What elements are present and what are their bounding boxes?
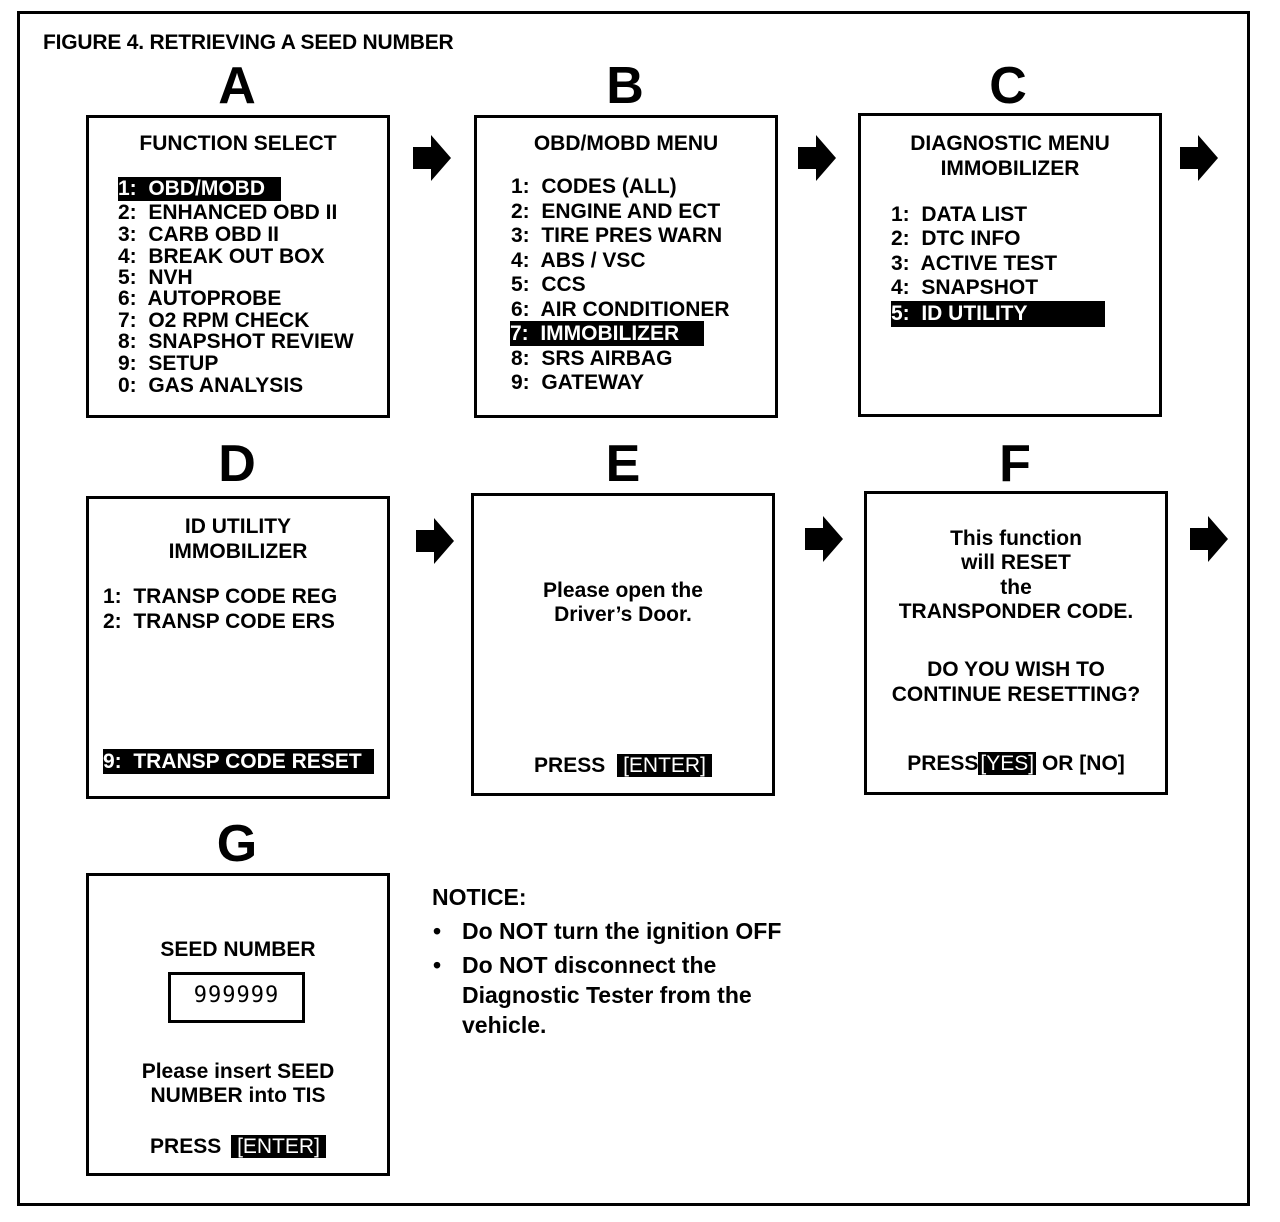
panel-f-question-line2: CONTINUE RESETTING? bbox=[891, 683, 1141, 706]
press-label: PRESS bbox=[150, 1135, 222, 1158]
figure-title: FIGURE 4. RETRIEVING A SEED NUMBER bbox=[43, 31, 454, 54]
panel-b-item: 1: CODES (ALL) bbox=[511, 175, 677, 198]
panel-b-item: 6: AIR CONDITIONER bbox=[511, 298, 730, 321]
arrow-right-icon bbox=[413, 135, 451, 181]
panel-b-screen: OBD/MOBD MENU 1: CODES (ALL) 2: ENGINE A… bbox=[474, 115, 778, 418]
panel-a-item: 7: O2 RPM CHECK bbox=[118, 309, 310, 332]
panel-a-item-selected: 1: OBD/MOBD bbox=[115, 177, 281, 201]
notice-bullet-2-line1: Do NOT disconnect the bbox=[462, 952, 717, 978]
notice-bullet-2-line3: vehicle. bbox=[462, 1012, 547, 1038]
panel-d-screen: ID UTILITY IMMOBILIZER 1: TRANSP CODE RE… bbox=[86, 496, 390, 799]
panel-c-title-line2: IMMOBILIZER bbox=[940, 157, 1080, 180]
panel-d-title-line1: ID UTILITY bbox=[184, 515, 292, 538]
yes-key: [YES] bbox=[978, 752, 1037, 775]
panel-b-item: 2: ENGINE AND ECT bbox=[511, 200, 721, 223]
panel-f-letter: F bbox=[999, 435, 1031, 493]
panel-b-title: OBD/MOBD MENU bbox=[533, 132, 719, 155]
panel-d-item-selected: 9: TRANSP CODE RESET bbox=[99, 749, 374, 774]
panel-f-message-line4: TRANSPONDER CODE. bbox=[898, 600, 1134, 623]
arrow-right-icon bbox=[805, 516, 843, 562]
panel-c-item: 1: DATA LIST bbox=[891, 203, 1028, 226]
panel-g-message-line2: NUMBER into TIS bbox=[150, 1084, 326, 1107]
panel-f-question-line1: DO YOU WISH TO bbox=[927, 658, 1105, 681]
panel-a-item: 6: AUTOPROBE bbox=[118, 287, 282, 310]
panel-e-press-row: PRESS [ENTER] bbox=[474, 754, 772, 778]
panel-f-screen: This function will RESET the TRANSPONDER… bbox=[864, 491, 1168, 795]
enter-key: [ENTER] bbox=[617, 754, 712, 777]
panel-b-item: 9: GATEWAY bbox=[511, 371, 645, 394]
panel-f-message-line3: the bbox=[1000, 576, 1032, 599]
arrow-right-icon bbox=[798, 135, 836, 181]
panel-a-letter: A bbox=[218, 57, 256, 115]
panel-b-item: 4: ABS / VSC bbox=[511, 249, 646, 272]
panel-b-item-selected: 7: IMMOBILIZER bbox=[506, 321, 704, 346]
panel-a-item: 9: SETUP bbox=[118, 352, 219, 375]
seed-number-box: 999999 bbox=[168, 972, 305, 1023]
panel-c-letter: C bbox=[989, 57, 1027, 115]
panel-g-title: SEED NUMBER bbox=[160, 938, 316, 961]
panel-f-press-row: PRESS[YES] OR [NO] bbox=[867, 752, 1165, 776]
panel-a-item: 0: GAS ANALYSIS bbox=[118, 374, 304, 397]
panel-d-item: 1: TRANSP CODE REG bbox=[103, 585, 338, 608]
panel-d-item: 2: TRANSP CODE ERS bbox=[103, 610, 335, 633]
panel-e-message-line2: Driver’s Door. bbox=[554, 603, 692, 626]
panel-e-letter: E bbox=[605, 435, 641, 493]
notice-title: NOTICE: bbox=[432, 884, 527, 910]
panel-e-screen: Please open the Driver’s Door. PRESS [EN… bbox=[471, 493, 775, 796]
panel-b-item: 5: CCS bbox=[511, 273, 586, 296]
panel-a-screen: FUNCTION SELECT 1: OBD/MOBD 2: ENHANCED … bbox=[86, 115, 390, 418]
panel-a-title: FUNCTION SELECT bbox=[139, 132, 337, 155]
panel-b-item: 3: TIRE PRES WARN bbox=[511, 224, 723, 247]
panel-g-message-line1: Please insert SEED bbox=[141, 1060, 335, 1083]
panel-c-screen: DIAGNOSTIC MENU IMMOBILIZER 1: DATA LIST… bbox=[858, 113, 1162, 417]
panel-a-item: 3: CARB OBD II bbox=[118, 223, 280, 246]
panel-e-message-line1: Please open the bbox=[543, 579, 703, 602]
panel-a-item: 5: NVH bbox=[118, 266, 193, 289]
panel-c-item: 2: DTC INFO bbox=[891, 227, 1021, 250]
panel-c-item-selected: 5: ID UTILITY bbox=[885, 301, 1105, 327]
panel-a-item: 8: SNAPSHOT REVIEW bbox=[118, 330, 354, 353]
press-label: PRESS bbox=[907, 752, 979, 775]
panel-c-title-line1: DIAGNOSTIC MENU bbox=[910, 132, 1110, 155]
notice-bullet-1: Do NOT turn the ignition OFF bbox=[462, 918, 782, 944]
panel-c-item: 4: SNAPSHOT bbox=[891, 276, 1039, 299]
panel-a-item: 2: ENHANCED OBD II bbox=[118, 201, 338, 224]
enter-key: [ENTER] bbox=[231, 1135, 326, 1158]
panel-b-letter: B bbox=[606, 57, 644, 115]
panel-c-item: 3: ACTIVE TEST bbox=[891, 252, 1058, 275]
arrow-right-icon bbox=[1180, 135, 1218, 181]
press-label: PRESS bbox=[534, 754, 606, 777]
arrow-right-icon bbox=[1190, 516, 1228, 562]
panel-d-title-line2: IMMOBILIZER bbox=[168, 540, 308, 563]
no-key-label: OR [NO] bbox=[1041, 752, 1125, 775]
panel-g-letter: G bbox=[216, 815, 258, 873]
panel-f-message-line1: This function bbox=[950, 527, 1082, 550]
panel-b-item: 8: SRS AIRBAG bbox=[511, 347, 673, 370]
panel-g-screen: SEED NUMBER 999999 Please insert SEED NU… bbox=[86, 873, 390, 1176]
arrow-right-icon bbox=[416, 518, 454, 564]
panel-d-letter: D bbox=[218, 435, 256, 493]
panel-a-item: 4: BREAK OUT BOX bbox=[118, 245, 325, 268]
bullet-icon: • bbox=[433, 952, 442, 978]
panel-g-press-row: PRESS [ENTER] bbox=[89, 1135, 387, 1159]
panel-f-message-line2: will RESET bbox=[961, 551, 1071, 574]
bullet-icon: • bbox=[433, 918, 442, 944]
figure-frame bbox=[17, 11, 1250, 1206]
notice-bullet-2-line2: Diagnostic Tester from the bbox=[462, 982, 752, 1008]
